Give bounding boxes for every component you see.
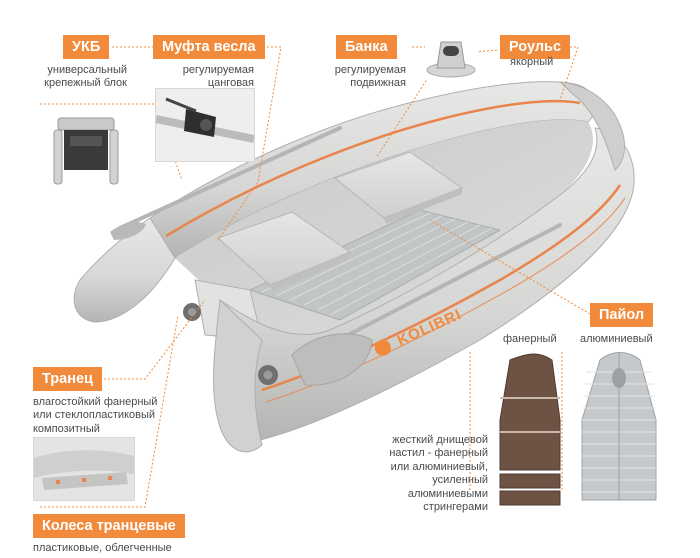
transom-description: влагостойкий фанерный или стеклопластико… [33, 396, 157, 436]
bow-roller-photo [425, 28, 477, 80]
bench-tag: Банка [336, 35, 397, 59]
transom-wheels-line-1: пластиковые, облегченные [33, 542, 172, 554]
oar-shaft-far [118, 126, 342, 230]
transom-photo [33, 437, 135, 501]
anchor-roller-icon [426, 41, 476, 78]
bench-description: регулируемая подвижная [306, 64, 406, 91]
bow-roller-line-1: якорный [510, 56, 554, 68]
transom-wheels-tag: Колеса транцевые [33, 514, 185, 538]
transom-wheels-description: пластиковые, облегченные [33, 542, 172, 555]
transom-tag: Транец [33, 367, 102, 391]
transom-detail-icon [34, 438, 134, 500]
floor-line-6: стрингерами [423, 501, 488, 514]
oar-coupling-description: регулируемая цанговая [160, 64, 254, 91]
bow-roller-description: якорный [510, 56, 553, 69]
transom-line-3: композитный [33, 422, 100, 435]
bench-line-2: подвижная [350, 77, 406, 90]
oar-coupling-tag: Муфта весла [153, 35, 265, 59]
floor-description: жесткий днищевой настил - фанерный или а… [352, 434, 488, 514]
ukb-photo [40, 108, 132, 190]
ukb-line-1: универсальный [47, 64, 127, 76]
oar-blade-far [110, 222, 146, 240]
near-tube-stern [213, 298, 263, 453]
aluminum-floor-panel [581, 352, 657, 501]
floor-line-3: или алюминиевый, [390, 460, 488, 473]
bow-roller-tag: Роульс [500, 35, 571, 59]
floor-line-5: алюминиевыми [407, 487, 488, 500]
far-tube-stripe [165, 99, 581, 238]
oar-coupling-line-2: цанговая [207, 77, 254, 90]
bow [558, 81, 626, 171]
oar-coupling-photo [155, 88, 255, 162]
oar-blade-near [291, 333, 373, 386]
transom-line-2: или стеклопластиковый [33, 409, 156, 422]
ukb-tag: УКБ [63, 35, 110, 59]
floor-option-plywood: фанерный [503, 333, 557, 345]
plywood-floor-panel [499, 353, 561, 506]
ukb-description: универсальный крепежный блок [15, 64, 127, 91]
far-tube-stern [73, 217, 176, 323]
oar-coupling-line-1: регулируемая [182, 64, 254, 76]
floor-option-aluminum: алюминиевый [580, 333, 653, 345]
floor-line-1: жесткий днищевой [392, 434, 488, 446]
floor-line-4: усиленный [432, 474, 488, 487]
ukb-line-2: крепежный блок [44, 77, 127, 90]
floor-line-2: настил - фанерный [389, 447, 488, 460]
bench-line-1: регулируемая [334, 64, 406, 76]
transom-line-1: влагостойкий фанерный [33, 396, 158, 408]
floor-tag: Пайол [590, 303, 654, 327]
oar-coupling-icon [156, 89, 254, 161]
mounting-block-icon [53, 117, 119, 185]
